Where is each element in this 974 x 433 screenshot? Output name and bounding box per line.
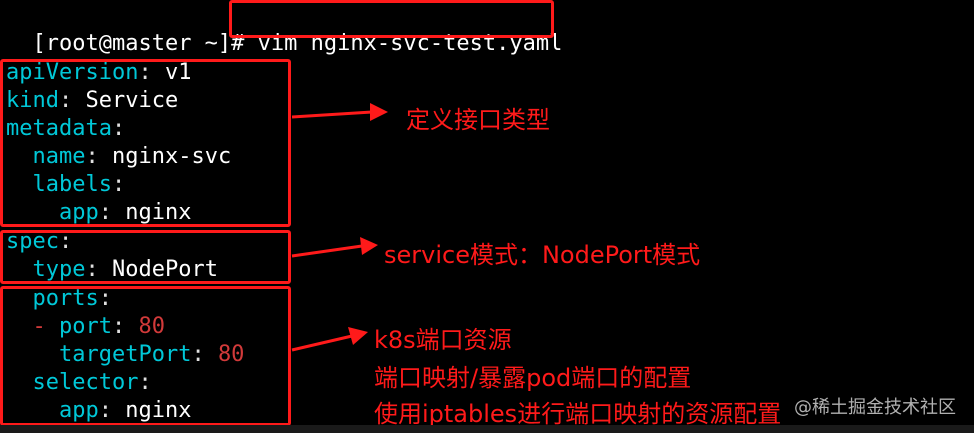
yaml-line-app: app: nginx xyxy=(6,199,191,227)
yaml-line-metadata: metadata: xyxy=(6,115,125,143)
yaml-key: selector xyxy=(32,370,139,395)
shell-prompt: [root@master ~]# xyxy=(32,31,258,56)
yaml-value: nginx xyxy=(125,398,192,423)
arrow-icon xyxy=(291,237,378,258)
yaml-line-labels: labels: xyxy=(6,171,126,199)
yaml-key: ports xyxy=(32,286,99,311)
yaml-colon: : xyxy=(58,229,73,254)
yaml-value: nginx xyxy=(125,200,192,225)
metadata-highlight-box xyxy=(0,59,291,227)
yaml-line-type: type: NodePort xyxy=(6,256,218,284)
yaml-line-ports: ports: xyxy=(6,285,112,313)
yaml-list-dash: - xyxy=(32,314,46,339)
yaml-key: kind xyxy=(6,88,59,113)
yaml-key: spec xyxy=(6,229,59,254)
yaml-number: 80 xyxy=(217,342,245,367)
yaml-key: apiVersion xyxy=(6,60,139,85)
yaml-colon: : xyxy=(98,398,112,423)
yaml-colon: : xyxy=(138,60,152,85)
yaml-line-selector-app: app: nginx xyxy=(6,397,191,425)
annotation-iptables: 使用iptables进行端口映射的资源配置 xyxy=(374,400,782,428)
yaml-colon: : xyxy=(111,314,126,339)
yaml-line-port: - port: 80 xyxy=(6,313,165,341)
yaml-line-spec: spec: xyxy=(6,228,72,256)
yaml-colon: : xyxy=(98,286,112,311)
yaml-line-apiversion: apiVersion: v1 xyxy=(6,59,191,87)
yaml-key: name xyxy=(32,144,86,169)
yaml-line-targetport: targetPort: 80 xyxy=(6,341,244,369)
yaml-key: app xyxy=(58,200,99,225)
yaml-colon: : xyxy=(191,342,205,367)
ports-highlight-box xyxy=(0,286,291,426)
yaml-key: metadata xyxy=(6,116,112,141)
annotation-service-mode: service模式：NodePort模式 xyxy=(384,241,701,269)
yaml-value: Service xyxy=(85,88,179,113)
yaml-colon: : xyxy=(138,370,152,395)
yaml-colon: : xyxy=(85,144,99,169)
yaml-number: 80 xyxy=(138,314,165,339)
yaml-value: v1 xyxy=(164,60,192,85)
arrow-icon xyxy=(291,103,388,121)
annotation-port-mapping: 端口映射/暴露pod端口的配置 xyxy=(374,364,692,392)
yaml-colon: : xyxy=(111,172,126,197)
yaml-colon: : xyxy=(98,200,112,225)
yaml-colon: : xyxy=(111,116,126,141)
yaml-colon: : xyxy=(58,88,73,113)
yaml-line-selector: selector: xyxy=(6,369,152,397)
annotation-interface-type: 定义接口类型 xyxy=(406,106,550,134)
status-bar xyxy=(0,425,974,433)
yaml-line-kind: kind: Service xyxy=(6,87,178,115)
yaml-key: targetPort xyxy=(58,342,192,367)
yaml-colon: : xyxy=(85,257,99,282)
yaml-key: app xyxy=(58,398,99,423)
yaml-key: labels xyxy=(32,172,112,197)
spec-highlight-box xyxy=(0,230,291,284)
yaml-key: port xyxy=(59,314,112,339)
yaml-line-name: name: nginx-svc xyxy=(6,143,232,171)
annotation-port-resource: k8s端口资源 xyxy=(374,326,512,354)
watermark: @稀土掘金技术社区 xyxy=(794,397,956,418)
yaml-value: NodePort xyxy=(111,257,218,282)
yaml-value: nginx-svc xyxy=(111,144,232,169)
command-highlight-box xyxy=(229,0,554,38)
arrow-icon xyxy=(291,327,368,352)
yaml-key: type xyxy=(32,257,86,282)
